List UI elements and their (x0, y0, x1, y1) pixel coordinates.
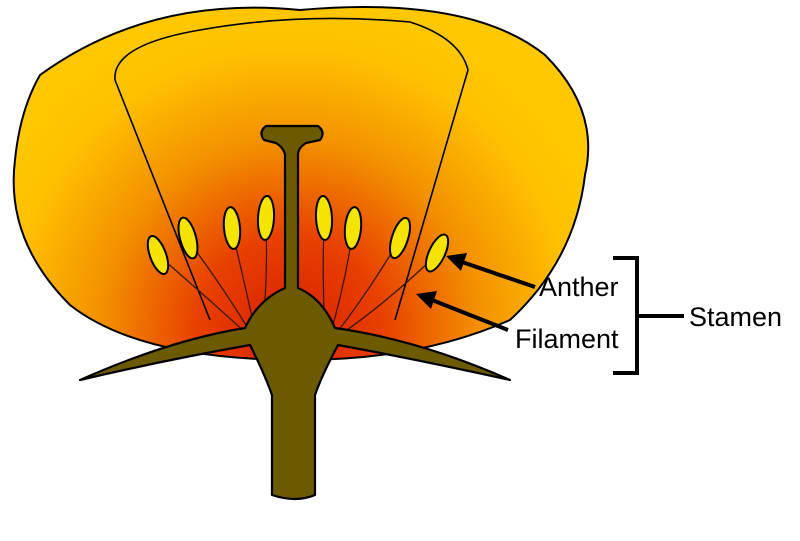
anther (177, 216, 199, 260)
filament-label: Filament (515, 324, 619, 354)
petals (12, 6, 590, 362)
sepals-and-stem (78, 124, 512, 501)
pointer-arrows (416, 253, 536, 332)
outer-petal (12, 6, 590, 362)
anther (388, 216, 412, 260)
filament-arrow-line (431, 298, 509, 332)
anther (424, 233, 450, 273)
anther (343, 206, 363, 250)
stamen-label: Stamen (689, 302, 782, 332)
stamen-bracket (613, 256, 684, 375)
anther (314, 195, 334, 241)
anther-arrow-line (461, 260, 536, 289)
anthers (146, 195, 450, 275)
inner-petal-outline (114, 17, 469, 321)
anther-arrowhead (446, 253, 467, 271)
filament-arrowhead (416, 291, 437, 309)
anther (222, 206, 242, 250)
anther (256, 195, 276, 241)
anther-label: Anther (539, 272, 619, 302)
anther (146, 235, 170, 275)
petal-left-edge (114, 79, 211, 321)
